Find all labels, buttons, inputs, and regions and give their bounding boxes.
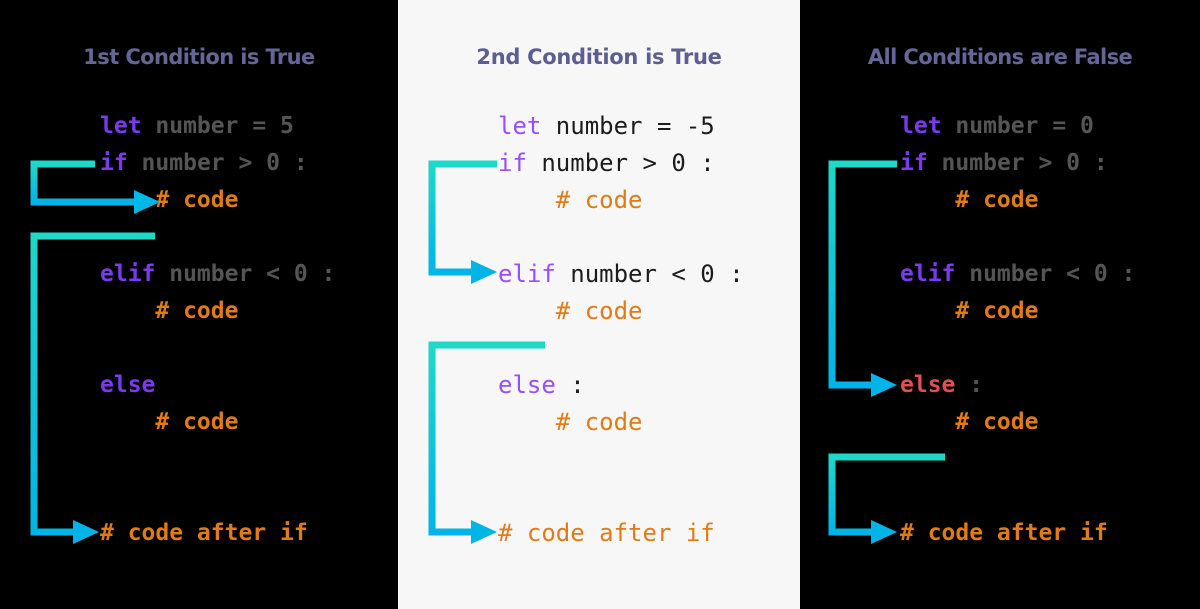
code-line: # code after if (498, 515, 800, 552)
code-token-id: : (555, 371, 585, 399)
code-line: if number > 0 : (100, 145, 398, 182)
code-token-id: number < 0 : (555, 260, 744, 288)
code-blank-line (498, 330, 800, 367)
code-token-kw: if (498, 149, 527, 177)
code-token-kw: elif (900, 261, 956, 287)
code-indent (498, 297, 556, 325)
code-token-cmt: # code (555, 186, 643, 214)
code-line: else : (498, 367, 800, 404)
code-token-cmt: # code (155, 409, 239, 435)
code-token-id: number = -5 (541, 112, 715, 140)
code-token-cmt: # code after if (498, 519, 715, 547)
code-token-id: number > 0 : (526, 149, 715, 177)
code-token-id: number < 0 : (955, 261, 1136, 287)
code-indent (900, 187, 955, 213)
code-token-id: number > 0 : (127, 150, 308, 176)
code-token-cmt: # code (155, 187, 239, 213)
code-token-id: number = 0 (941, 113, 1094, 139)
code-line: # code (100, 293, 398, 330)
code-line: let number = 5 (100, 108, 398, 145)
code-token-cmt: # code (955, 187, 1039, 213)
code-line: # code (498, 293, 800, 330)
panel-title-all-false: All Conditions are False (867, 45, 1133, 69)
code-token-kw: let (900, 113, 942, 139)
code-indent (498, 408, 556, 436)
panel-title-second-condition: 2nd Condition is True (476, 45, 722, 69)
code-line: # code (900, 293, 1200, 330)
code-blank-line (100, 219, 398, 256)
code-indent (100, 298, 155, 324)
code-indent (498, 186, 556, 214)
code-line: else : (900, 367, 1200, 404)
code-token-kwred: else (900, 372, 956, 398)
panel-title-first-condition: 1st Condition is True (83, 45, 315, 69)
code-blank-line (900, 478, 1200, 515)
code-indent (100, 187, 155, 213)
code-token-kw: elif (498, 260, 556, 288)
code-blank-line (900, 219, 1200, 256)
code-line: # code (100, 182, 398, 219)
code-token-kw: if (900, 150, 928, 176)
code-line: # code (900, 404, 1200, 441)
code-token-id: number > 0 : (927, 150, 1108, 176)
code-blank-line (100, 330, 398, 367)
code-line: # code after if (900, 515, 1200, 552)
code-token-kw: let (498, 112, 542, 140)
code-token-cmt: # code (555, 408, 643, 436)
code-line: let number = -5 (498, 108, 800, 145)
code-line: else (100, 367, 398, 404)
code-token-cmt: # code (155, 298, 239, 324)
code-token-cmt: # code after if (100, 520, 308, 546)
code-line: # code after if (100, 515, 398, 552)
code-blank-line (900, 330, 1200, 367)
code-indent (900, 298, 955, 324)
code-line: let number = 0 (900, 108, 1200, 145)
code-blank-line (900, 441, 1200, 478)
code-line: if number > 0 : (900, 145, 1200, 182)
code-token-kw: let (100, 113, 142, 139)
code-token-kw: else (498, 371, 556, 399)
code-token-kw: if (100, 150, 128, 176)
code-token-kw: elif (100, 261, 156, 287)
code-token-id: : (955, 372, 984, 398)
code-token-cmt: # code (555, 297, 643, 325)
code-token-cmt: # code after if (900, 520, 1108, 546)
code-line: # code (498, 182, 800, 219)
code-indent (900, 409, 955, 435)
code-line: elif number < 0 : (498, 256, 800, 293)
code-line: # code (498, 404, 800, 441)
code-line: elif number < 0 : (900, 256, 1200, 293)
code-blank-line (498, 478, 800, 515)
code-token-id: number = 5 (141, 113, 294, 139)
code-line: elif number < 0 : (100, 256, 398, 293)
code-blank-line (498, 219, 800, 256)
code-token-kw: else (100, 372, 156, 398)
code-line: # code (100, 404, 398, 441)
code-token-cmt: # code (955, 409, 1039, 435)
code-line: if number > 0 : (498, 145, 800, 182)
code-blank-line (498, 441, 800, 478)
code-token-id: number < 0 : (155, 261, 336, 287)
code-token-cmt: # code (955, 298, 1039, 324)
code-line: # code (900, 182, 1200, 219)
code-blank-line (100, 478, 398, 515)
code-blank-line (100, 441, 398, 478)
code-indent (100, 409, 155, 435)
